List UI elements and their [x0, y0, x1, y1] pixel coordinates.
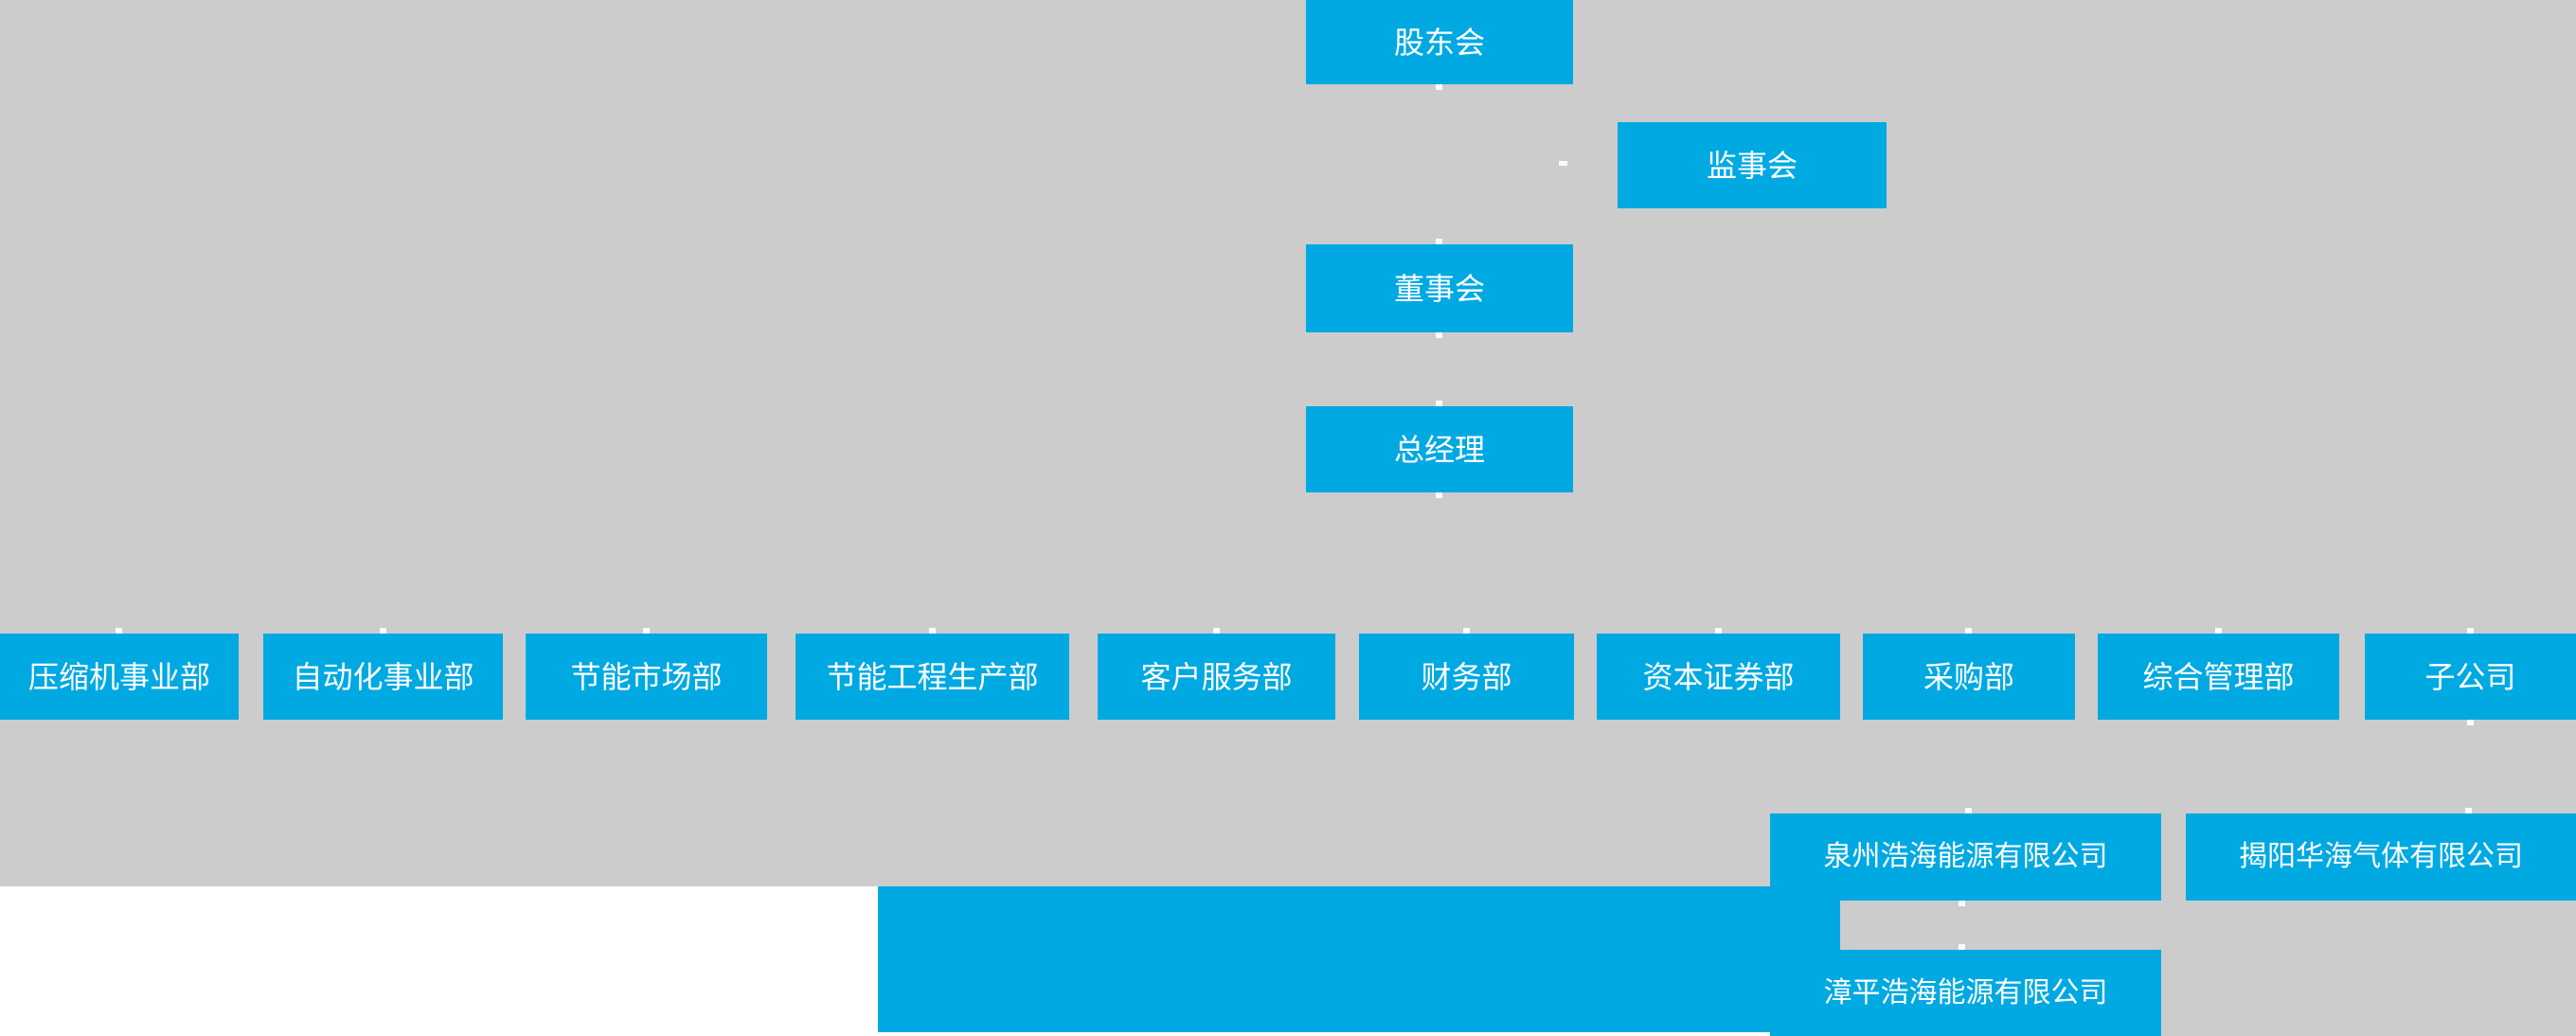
- node-label: 资本证券部: [1642, 659, 1795, 694]
- node-supervisory-board: 监事会: [1618, 122, 1887, 208]
- connector-nub: [1436, 492, 1442, 498]
- connector-nub: [643, 628, 650, 634]
- connector-nub: [2465, 808, 2472, 813]
- node-label: 股东会: [1393, 25, 1485, 60]
- node-label: 财务部: [1421, 659, 1512, 694]
- node-general-manager: 总经理: [1306, 406, 1573, 492]
- node-label: 揭阳华海气体有限公司: [2239, 841, 2523, 872]
- connector-nub: [1715, 628, 1722, 634]
- connector-nub: [1463, 628, 1470, 634]
- node-label: 综合管理部: [2142, 659, 2295, 694]
- chart-gray-canvas: [0, 0, 2576, 886]
- node-jieyang-huahai-gas: 揭阳华海气体有限公司: [2186, 813, 2576, 901]
- connector-nub: [1965, 628, 1972, 634]
- connector-nub: [2215, 628, 2222, 634]
- node-label: 自动化事业部: [292, 659, 474, 694]
- node-label: 采购部: [1923, 659, 2014, 694]
- connector-nub: [380, 628, 386, 634]
- connector-nub: [1965, 808, 1972, 813]
- node-dept-automation-division: 自动化事业部: [263, 634, 503, 720]
- connector-nub: [1959, 901, 1965, 906]
- node-board-of-directors: 董事会: [1306, 244, 1573, 332]
- connector-nub: [1213, 628, 1220, 634]
- connector-nub: [1436, 401, 1442, 406]
- node-label: 监事会: [1706, 148, 1798, 183]
- node-dept-energy-saving-engineering-production: 节能工程生产部: [796, 634, 1069, 720]
- node-label: 节能工程生产部: [826, 659, 1039, 694]
- node-zhangping-haohai-energy: 漳平浩海能源有限公司: [1770, 950, 2161, 1036]
- node-dept-energy-saving-marketing: 节能市场部: [526, 634, 767, 720]
- connector-nub: [1559, 161, 1567, 166]
- node-label: 客户服务部: [1140, 659, 1293, 694]
- node-label: 漳平浩海能源有限公司: [1823, 976, 2108, 1009]
- connector-nub: [1436, 239, 1442, 244]
- node-label: 董事会: [1393, 271, 1485, 306]
- node-label: 泉州浩海能源有限公司: [1823, 841, 2108, 872]
- connector-nub: [2467, 720, 2474, 725]
- connector-nub: [1436, 332, 1442, 338]
- node-dept-finance: 财务部: [1359, 634, 1574, 720]
- connector-nub: [929, 628, 936, 634]
- node-label: 总经理: [1393, 432, 1485, 467]
- node-label: 压缩机事业部: [27, 659, 210, 694]
- connector-nub: [2467, 628, 2474, 634]
- node-shareholders-meeting: 股东会: [1306, 0, 1573, 84]
- node-dept-customer-service: 客户服务部: [1098, 634, 1335, 720]
- node-label: 子公司: [2424, 659, 2516, 694]
- node-dept-subsidiaries: 子公司: [2365, 634, 2576, 720]
- node-dept-compressor-division: 压缩机事业部: [0, 634, 239, 720]
- node-dept-capital-securities: 资本证券部: [1597, 634, 1840, 720]
- node-dept-general-management: 综合管理部: [2098, 634, 2339, 720]
- connector-nub: [1436, 84, 1442, 90]
- node-quanzhou-haohai-energy: 泉州浩海能源有限公司: [1770, 813, 2161, 901]
- node-dept-purchasing: 采购部: [1863, 634, 2075, 720]
- connector-nub: [1959, 944, 1965, 950]
- bottom-blue-band: [878, 886, 1840, 1032]
- connector-nub: [116, 628, 122, 634]
- node-label: 节能市场部: [570, 659, 723, 694]
